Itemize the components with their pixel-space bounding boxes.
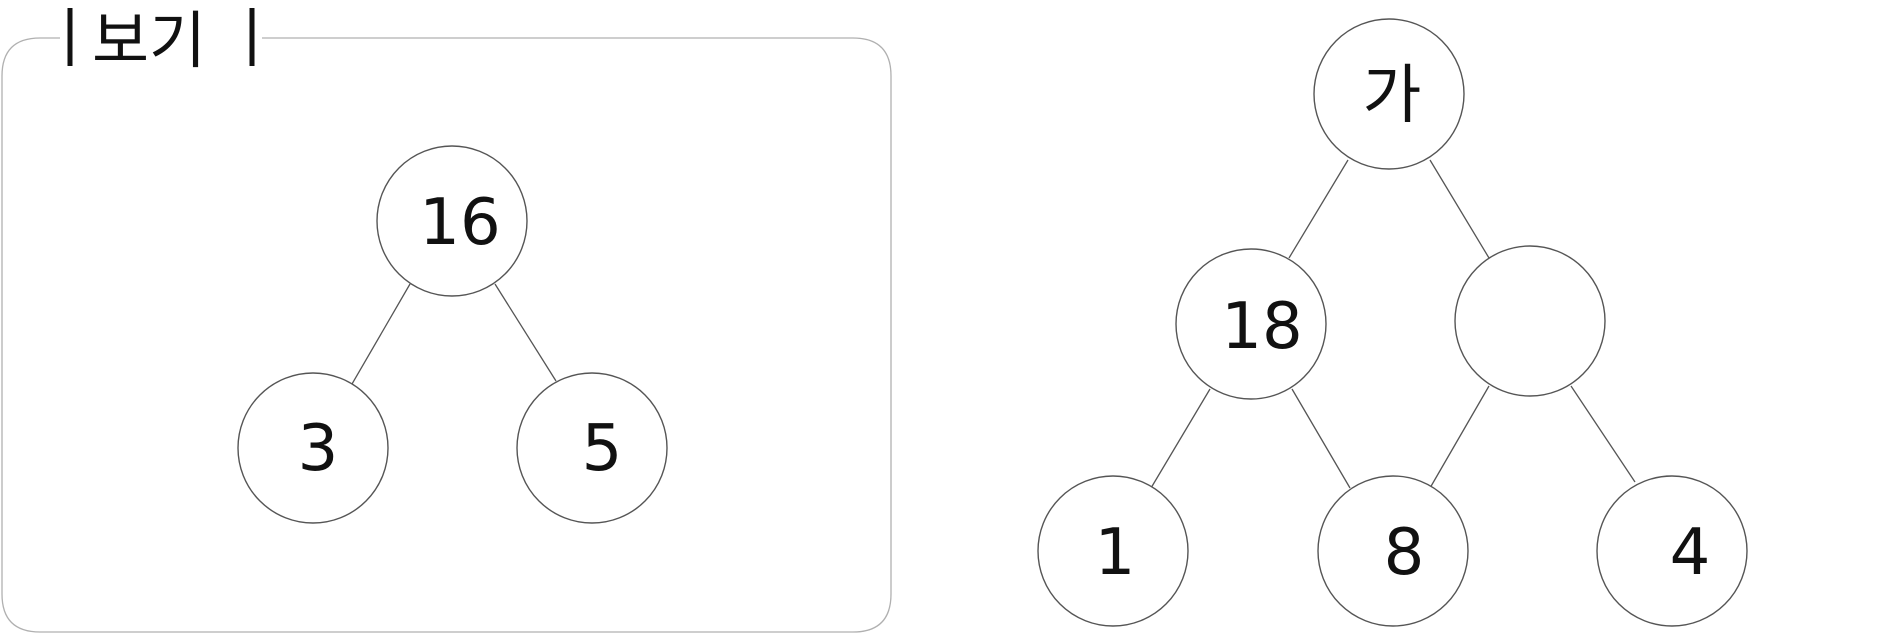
problem-node-top-label: 가 — [1363, 59, 1422, 133]
example-box-frame — [1, 37, 892, 633]
example-node-right-label: 5 — [582, 412, 623, 486]
problem-node-bottom-mid: 8 — [1317, 475, 1469, 627]
problem-node-top: 가 — [1313, 18, 1465, 170]
example-node-left: 3 — [237, 372, 389, 524]
example-node-top-label: 16 — [419, 186, 500, 260]
problem-edge-top-right — [1429, 159, 1490, 259]
problem-node-bottom-right-label: 4 — [1670, 516, 1711, 590]
example-box-title: 보기 — [92, 4, 206, 77]
problem-node-bottom-left-label: 1 — [1095, 516, 1136, 590]
example-edge-left — [351, 283, 411, 385]
problem-node-mid-left-label: 18 — [1221, 290, 1302, 364]
problem-edge-midright-right — [1570, 385, 1636, 483]
problem-node-mid-left: 18 — [1175, 248, 1327, 400]
problem-node-bottom-right: 4 — [1596, 475, 1748, 627]
problem-edge-top-left — [1288, 159, 1349, 259]
problem-node-mid-right — [1454, 245, 1606, 397]
problem-edge-midleft-left — [1150, 388, 1211, 489]
problem-node-bottom-left: 1 — [1037, 475, 1189, 627]
problem-edge-midright-left — [1429, 385, 1490, 489]
problem-node-bottom-mid-label: 8 — [1384, 516, 1425, 590]
example-node-right: 5 — [516, 372, 668, 524]
example-node-top: 16 — [376, 145, 528, 297]
problem-edge-midleft-right — [1291, 388, 1351, 489]
example-node-left-label: 3 — [298, 412, 339, 486]
example-edge-right — [494, 283, 557, 382]
